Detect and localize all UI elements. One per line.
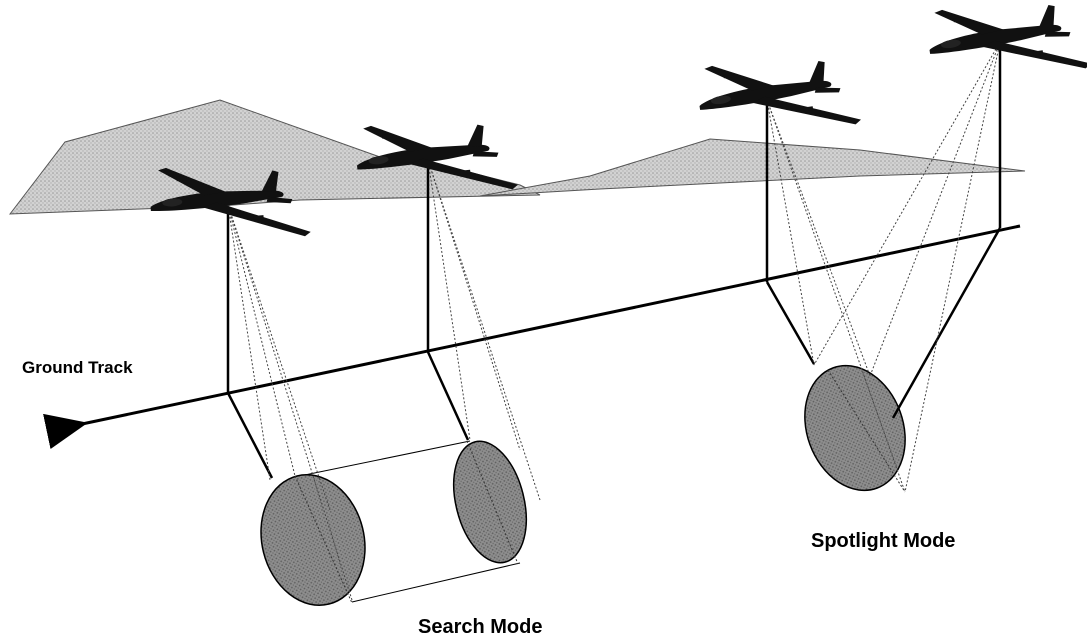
aircraft-icon <box>924 0 1087 90</box>
spotlight-mode-label: Spotlight Mode <box>811 530 956 552</box>
ground-track-line <box>43 224 1021 450</box>
aircraft-3-geometry <box>765 99 906 493</box>
terrain-right <box>479 138 1026 197</box>
search-mode-label: Search Mode <box>418 616 543 638</box>
search-footprint-1 <box>260 474 366 606</box>
aircraft-1-geometry <box>226 204 353 601</box>
search-mode-group <box>260 440 527 606</box>
search-footprint-2 <box>453 440 527 564</box>
ground-track-label: Ground Track <box>22 358 133 377</box>
aircraft-2-geometry <box>426 159 541 501</box>
spotlight-footprint <box>804 364 906 492</box>
aircraft-4-geometry <box>813 41 1002 493</box>
